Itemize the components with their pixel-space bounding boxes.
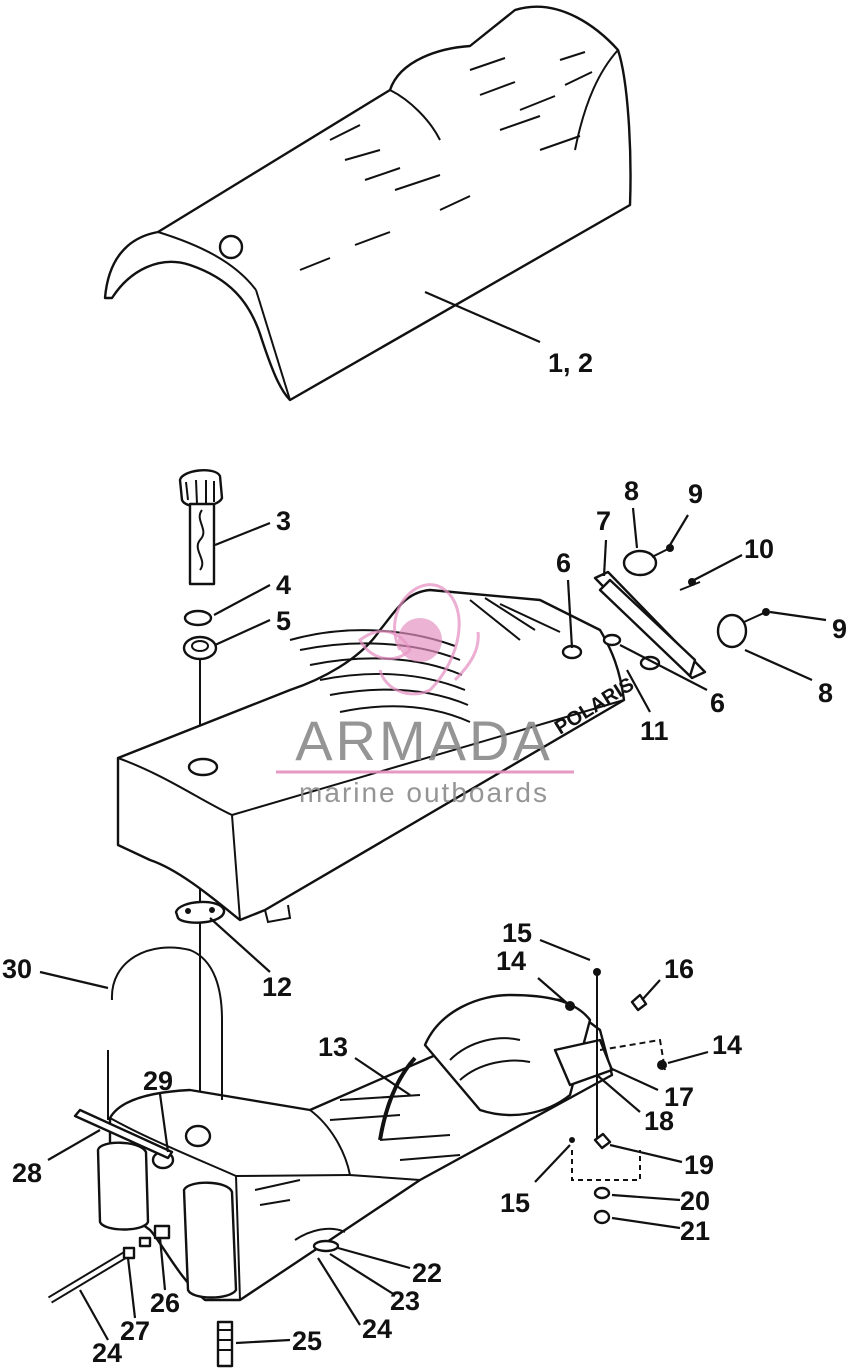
callout-17: 17 <box>664 1082 694 1112</box>
callout-9a: 9 <box>688 479 703 509</box>
callout-29: 29 <box>143 1066 173 1096</box>
callout-19: 19 <box>684 1150 714 1180</box>
watermark-logo-icon <box>358 583 480 696</box>
watermark: ARMADA marine outboards <box>276 583 574 808</box>
callout-6a: 6 <box>556 548 571 578</box>
callout-24b: 24 <box>92 1338 122 1368</box>
callout-23: 23 <box>390 1286 420 1316</box>
callout-10: 10 <box>744 534 774 564</box>
callout-25: 25 <box>292 1326 322 1356</box>
watermark-tagline: marine outboards <box>299 777 549 808</box>
callout-30: 30 <box>2 954 32 984</box>
callout-8b: 8 <box>818 678 833 708</box>
callout-15a: 15 <box>502 918 532 948</box>
callout-24a: 24 <box>362 1314 392 1344</box>
callout-20: 20 <box>680 1186 710 1216</box>
tail-light <box>593 544 770 680</box>
seat-cover <box>103 5 632 402</box>
vent-hose <box>107 946 223 1120</box>
callout-4: 4 <box>276 570 291 600</box>
callout-3: 3 <box>276 506 291 536</box>
callout-16: 16 <box>664 954 694 984</box>
watermark-brand: ARMADA <box>295 709 553 772</box>
callout-labels: 1, 2 3 4 5 6 6 7 8 8 9 9 10 11 12 13 14 … <box>2 348 847 1368</box>
callout-15b: 15 <box>500 1188 530 1218</box>
gas-cap <box>178 469 224 586</box>
callout-28: 28 <box>12 1158 42 1188</box>
callout-26: 26 <box>150 1288 180 1318</box>
callout-11: 11 <box>640 716 669 746</box>
grommet <box>182 635 218 661</box>
callout-27: 27 <box>120 1316 150 1346</box>
leader-lines <box>39 290 827 1345</box>
callout-9b: 9 <box>832 614 847 644</box>
mounting-plate <box>174 900 226 924</box>
callout-7: 7 <box>596 506 611 536</box>
callout-13: 13 <box>318 1032 348 1062</box>
callout-22: 22 <box>412 1258 442 1288</box>
fuel-fittings <box>47 1224 340 1368</box>
fuel-tank <box>96 993 614 1302</box>
tank-strap <box>73 1108 174 1160</box>
callout-21: 21 <box>680 1216 710 1246</box>
callout-6b: 6 <box>710 688 725 718</box>
callout-1-2: 1, 2 <box>548 348 593 378</box>
callout-5: 5 <box>276 606 291 636</box>
gasket <box>183 609 213 627</box>
fuel-line <box>378 1056 417 1141</box>
callout-14a: 14 <box>496 946 526 976</box>
callout-12: 12 <box>262 972 292 1002</box>
callout-14b: 14 <box>712 1030 742 1060</box>
callout-8a: 8 <box>624 476 639 506</box>
callout-18: 18 <box>644 1106 674 1136</box>
rear-hardware <box>553 968 667 1225</box>
